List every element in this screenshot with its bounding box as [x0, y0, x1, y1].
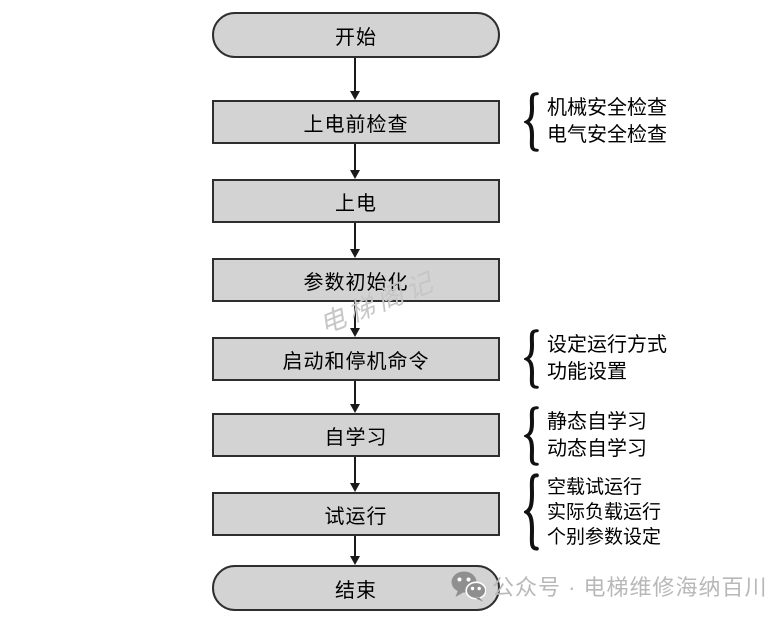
flow-arrow-3	[349, 223, 361, 258]
flow-arrow-6	[349, 457, 361, 492]
arrow-head-icon	[350, 249, 360, 258]
flow-node-label: 上电前检查	[303, 113, 409, 136]
flow-node-label: 启动和停机命令	[282, 350, 430, 373]
annotation-line: 功能设置	[547, 361, 627, 383]
arrow-head-icon	[350, 328, 360, 337]
flow-node-label: 结束	[335, 579, 377, 602]
flow-node-pre-power-check: 上电前检查	[212, 100, 500, 144]
annotation-trial-run: 空载试运行 实际负载运行 个别参数设定	[524, 473, 661, 551]
arrow-head-icon	[350, 556, 360, 565]
flow-node-start: 开始	[212, 12, 500, 58]
annotation-line: 实际负载运行	[547, 501, 662, 523]
annotation-pre-power-check: 机械安全检查 电气安全检查	[524, 92, 667, 152]
annotation-line: 动态自学习	[547, 438, 647, 460]
arrow-head-icon	[350, 91, 360, 100]
annotation-line: 设定运行方式	[547, 334, 667, 356]
annotation-start-stop-cmd: 设定运行方式 功能设置	[524, 329, 667, 389]
flow-node-label: 参数初始化	[303, 271, 409, 294]
flow-arrow-7	[349, 536, 361, 565]
flow-arrow-4	[349, 302, 361, 337]
arrow-line	[354, 144, 356, 170]
flow-node-label: 试运行	[324, 505, 388, 528]
flow-node-label: 上电	[335, 192, 377, 215]
arrow-head-icon	[350, 170, 360, 179]
watermark-footer-text: 公众号 · 电梯维修海纳百川	[492, 575, 768, 600]
flow-node-trial-run: 试运行	[212, 492, 500, 536]
left-brace-icon	[524, 92, 539, 152]
annotation-line: 电气安全检查	[547, 124, 667, 146]
flow-arrow-5	[349, 381, 361, 413]
watermark-footer: 公众号 · 电梯维修海纳百川	[450, 570, 768, 602]
left-brace-icon	[524, 406, 539, 466]
arrow-line	[354, 381, 356, 404]
flow-arrow-1	[349, 58, 361, 100]
flow-node-label: 开始	[335, 26, 377, 49]
annotation-line: 个别参数设定	[547, 526, 662, 548]
arrow-line	[354, 223, 356, 249]
flow-node-param-init: 参数初始化	[212, 258, 500, 302]
flow-node-power-on: 上电	[212, 179, 500, 223]
arrow-line	[354, 457, 356, 483]
left-brace-icon	[524, 329, 539, 389]
flow-node-label: 自学习	[324, 426, 388, 449]
annotation-line: 空载试运行	[547, 476, 643, 498]
arrow-line	[354, 536, 356, 556]
flow-node-end: 结束	[212, 565, 500, 611]
arrow-line	[354, 302, 356, 328]
annotation-line: 机械安全检查	[547, 97, 667, 119]
left-brace-icon	[524, 473, 539, 551]
flow-node-start-stop-cmd: 启动和停机命令	[212, 337, 500, 381]
annotation-line: 静态自学习	[547, 411, 647, 433]
annotation-self-learning: 静态自学习 动态自学习	[524, 406, 647, 466]
arrow-line	[354, 58, 356, 91]
flow-arrow-2	[349, 144, 361, 179]
arrow-head-icon	[350, 404, 360, 413]
arrow-head-icon	[350, 483, 360, 492]
wechat-icon	[451, 571, 486, 602]
flow-node-self-learning: 自学习	[212, 413, 500, 457]
